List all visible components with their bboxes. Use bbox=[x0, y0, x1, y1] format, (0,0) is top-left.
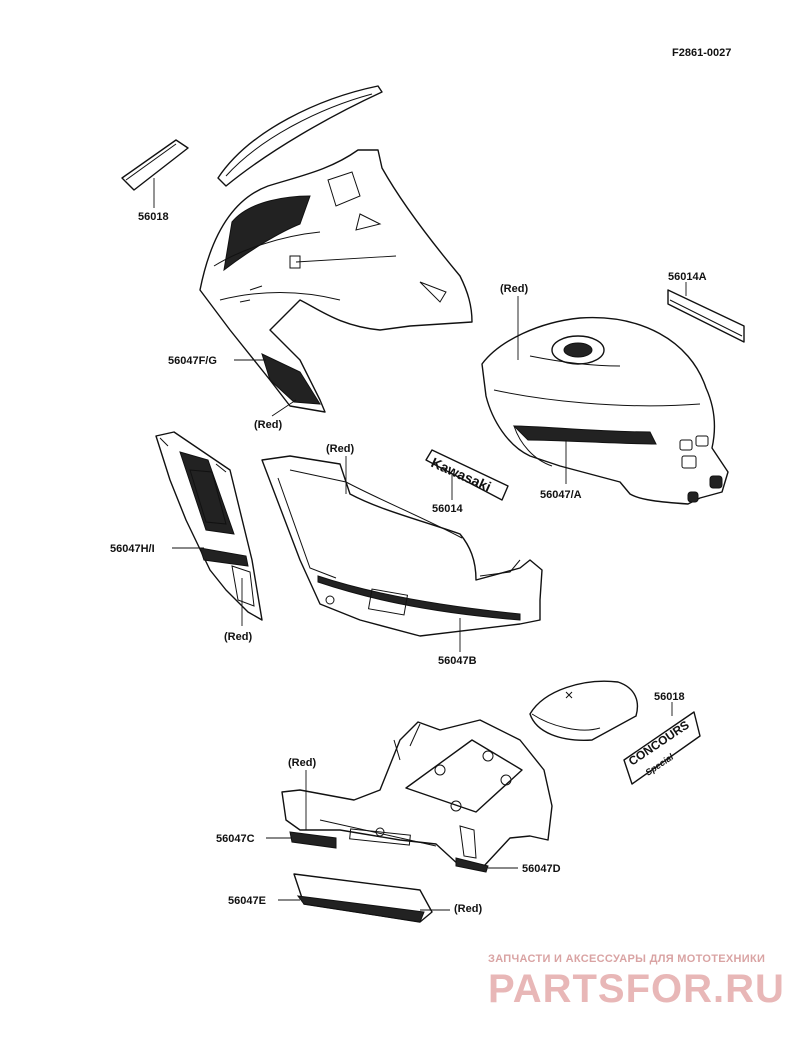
part-upper-fairing: 56047F/G (Red) bbox=[168, 149, 473, 431]
part-concours-decal: CONCOURS Special bbox=[623, 711, 701, 785]
part-tail-cover: (Red) 56047C 56047D bbox=[216, 719, 561, 875]
label-56047b: 56047B bbox=[438, 655, 477, 667]
label-56014: 56014 bbox=[432, 503, 463, 515]
watermark-logo: PARTSFOR.RU bbox=[488, 967, 785, 1011]
part-side-panel-left: 56047H/I (Red) bbox=[110, 431, 263, 643]
label-56047hi: 56047H/I bbox=[110, 543, 155, 555]
label-red-lowerleft: (Red) bbox=[224, 631, 252, 643]
part-side-cover: (Red) 56047B bbox=[261, 443, 543, 667]
label-56047a: 56047/A bbox=[540, 489, 582, 501]
label-red-windshield: (Red) bbox=[254, 419, 282, 431]
label-red-tank: (Red) bbox=[500, 283, 528, 295]
part-lower-strip: 56047E (Red) bbox=[228, 873, 482, 923]
label-56047c: 56047C bbox=[216, 833, 255, 845]
diagram-code: F2861-0027 bbox=[672, 47, 731, 59]
label-56047e: 56047E bbox=[228, 895, 266, 907]
label-red-sidecover: (Red) bbox=[326, 443, 354, 455]
label-56047fg: 56047F/G bbox=[168, 355, 217, 367]
label-red-bottom: (Red) bbox=[454, 903, 482, 915]
label-56018-bottom: 56018 bbox=[654, 691, 685, 703]
watermark: ЗАПЧАСТИ И АКСЕССУАРЫ ДЛЯ МОТОТЕХНИКИ PA… bbox=[488, 953, 785, 1011]
part-fuel-tank: (Red) 56047/A bbox=[481, 283, 729, 505]
label-56014a: 56014A bbox=[668, 271, 707, 283]
part-56014a-strip: 56014A bbox=[667, 271, 745, 343]
part-windshield bbox=[217, 85, 383, 187]
part-56018-bottom: 56018 bbox=[529, 680, 685, 741]
label-red-tail: (Red) bbox=[288, 757, 316, 769]
watermark-tagline: ЗАПЧАСТИ И АКСЕССУАРЫ ДЛЯ МОТОТЕХНИКИ bbox=[488, 953, 765, 965]
part-56018-top: 56018 bbox=[121, 139, 189, 223]
label-56018-top: 56018 bbox=[138, 211, 169, 223]
part-56014-kawasaki-decal: Kawasaki 56014 bbox=[425, 449, 509, 515]
label-56047d: 56047D bbox=[522, 863, 561, 875]
